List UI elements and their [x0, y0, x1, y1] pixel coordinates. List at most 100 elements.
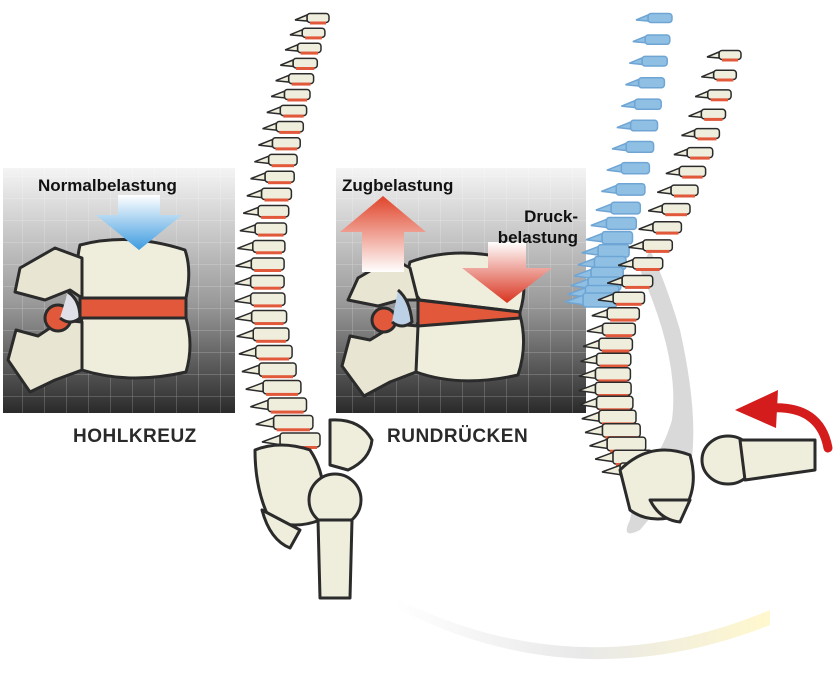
vertebra [626, 142, 654, 153]
spinous-process [607, 164, 621, 171]
vertebra [719, 51, 741, 60]
vertebra [701, 109, 725, 119]
spinous-process [262, 435, 280, 444]
spinous-process [263, 123, 277, 130]
disc [665, 213, 687, 216]
vertebra [635, 99, 661, 109]
spinous-process [591, 219, 607, 227]
vertebra [662, 204, 690, 215]
disc [277, 428, 310, 431]
disc [255, 322, 284, 325]
disc [261, 216, 286, 219]
right-caption: RUNDRÜCKEN [387, 426, 528, 448]
spinous-process [280, 60, 293, 66]
vertebra [255, 223, 286, 235]
vertebra [272, 138, 300, 149]
vertebra [256, 346, 292, 359]
disc [296, 67, 314, 70]
vertebra [265, 171, 294, 182]
spinous-process [267, 107, 280, 114]
disc [610, 319, 636, 322]
spinous-process [617, 122, 631, 129]
vertebra [289, 74, 314, 84]
disc [704, 118, 722, 121]
disc [272, 164, 295, 167]
spinous-process [243, 207, 258, 215]
vertebra [621, 163, 649, 174]
vertebra [607, 437, 646, 451]
spinous-process [582, 412, 599, 421]
disc [266, 393, 298, 396]
disc [275, 147, 297, 150]
vertebra [251, 276, 285, 288]
right-pelvis [620, 436, 815, 522]
disc [305, 36, 322, 39]
left-caption: HOHLKREUZ [73, 426, 197, 448]
tension-label: Zugbelastung [342, 176, 453, 196]
spinous-process [666, 168, 679, 175]
spinous-process [633, 37, 645, 43]
spinous-process [285, 45, 297, 51]
spinous-process [648, 205, 662, 212]
disc [283, 115, 303, 118]
compression-label-line1: Druck- [498, 206, 578, 227]
disc [256, 340, 286, 343]
vertebra [603, 323, 636, 335]
vertebra [269, 154, 298, 165]
vertebra [602, 232, 633, 244]
disc [256, 251, 282, 254]
spinous-process [250, 400, 268, 409]
vertebra [268, 398, 307, 412]
vertebra [622, 276, 653, 287]
vertebra [276, 122, 303, 132]
spinous-process [590, 439, 608, 448]
disc [625, 286, 650, 289]
spinous-process [674, 149, 687, 156]
vertebra [639, 78, 665, 88]
vertebra [607, 308, 639, 320]
normal-load-label: Normalbelastung [38, 176, 177, 196]
spinous-process [276, 75, 289, 82]
disc [310, 22, 326, 25]
vertebra [280, 105, 306, 115]
spinous-process [235, 295, 251, 303]
vertebra [714, 70, 737, 79]
spinous-process [242, 365, 259, 374]
spinous-process [251, 173, 265, 180]
disc [301, 52, 318, 55]
disc [636, 268, 660, 271]
compression-label: Druck- belastung [498, 206, 578, 248]
vertebra [708, 90, 731, 99]
vertebra [274, 416, 313, 430]
spinous-process [636, 15, 648, 21]
vertebra [687, 148, 713, 158]
spinous-process [592, 310, 607, 318]
vertebra [259, 363, 296, 376]
disc [656, 232, 679, 235]
vertebra [643, 240, 672, 251]
disc [646, 250, 669, 253]
spinous-process [587, 325, 603, 333]
vertebra [599, 338, 633, 350]
spinous-process [258, 140, 272, 147]
disc [265, 199, 289, 202]
spinous-process [701, 72, 713, 78]
disc [254, 287, 282, 290]
vertebra [307, 14, 329, 23]
spinous-process [626, 79, 639, 86]
spinous-process [290, 30, 302, 36]
spinous-process [695, 91, 707, 97]
floor-ellipse [395, 598, 770, 659]
vertebra [284, 90, 310, 100]
vertebra [251, 258, 284, 270]
spinous-process [707, 52, 719, 58]
vertebra [258, 206, 289, 217]
vertebra [611, 202, 640, 214]
vertebra [252, 311, 287, 324]
disc [287, 99, 307, 102]
vertebra [648, 14, 672, 23]
spinous-process [585, 426, 602, 435]
vertebra [595, 382, 631, 395]
